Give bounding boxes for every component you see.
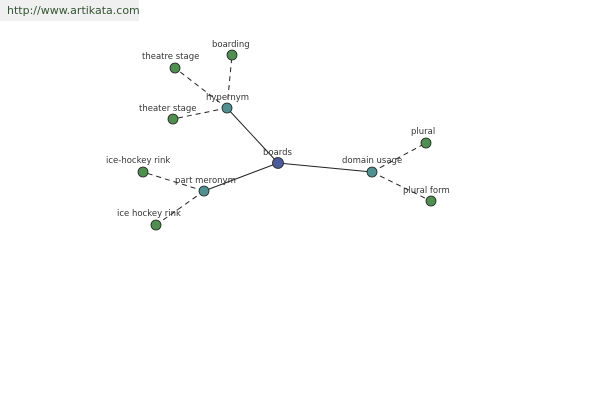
node-hypernym[interactable] [221,102,233,114]
node-label-theatre-stage: theatre stage [142,52,199,62]
node-label-theater-stage: theater stage [139,104,197,114]
node-label-ice-hockey-rink: ice hockey rink [117,209,181,219]
edge-domain-usage-plural-form [371,171,432,202]
node-plural[interactable] [420,137,432,149]
node-boards[interactable] [272,157,284,169]
node-theatre-stage[interactable] [169,62,181,74]
node-boarding[interactable] [226,49,238,61]
node-ice-hockey-rink-hyphen[interactable] [137,166,149,178]
node-part-meronym[interactable] [198,185,210,197]
node-label-domain-usage: domain usage [342,156,402,166]
label-layer: boards hypernym domain usage part meronym th… [106,40,450,219]
edge-boards-hypernym [226,107,279,164]
edge-domain-usage-plural [371,142,427,173]
edge-hypernym-theatre-stage [174,67,228,109]
edge-hypernym-theater-stage [172,107,228,120]
node-ice-hockey-rink[interactable] [150,219,162,231]
node-layer [137,49,437,231]
node-label-plural-form: plural form [403,186,450,196]
node-theater-stage[interactable] [167,113,179,125]
edge-boards-domain-usage [277,162,373,173]
watermark-link[interactable]: http://www.artikata.com [0,0,140,21]
edge-part-meronym-ice-hockey-rink [155,190,205,226]
node-label-hypernym: hypernym [206,93,249,103]
node-label-boarding: boarding [212,40,250,50]
node-label-ice-hockey-rink-hyphen: ice-hockey rink [106,156,170,166]
node-label-boards: boards [263,148,293,158]
node-label-part-meronym: part meronym [175,176,236,186]
node-plural-form[interactable] [425,195,437,207]
node-label-plural: plural [411,127,435,137]
node-domain-usage[interactable] [366,166,378,178]
edge-layer [142,54,432,226]
edge-boards-part-meronym [203,162,279,192]
edge-part-meronym-ice-hockey-rink-hyphen [142,171,205,192]
